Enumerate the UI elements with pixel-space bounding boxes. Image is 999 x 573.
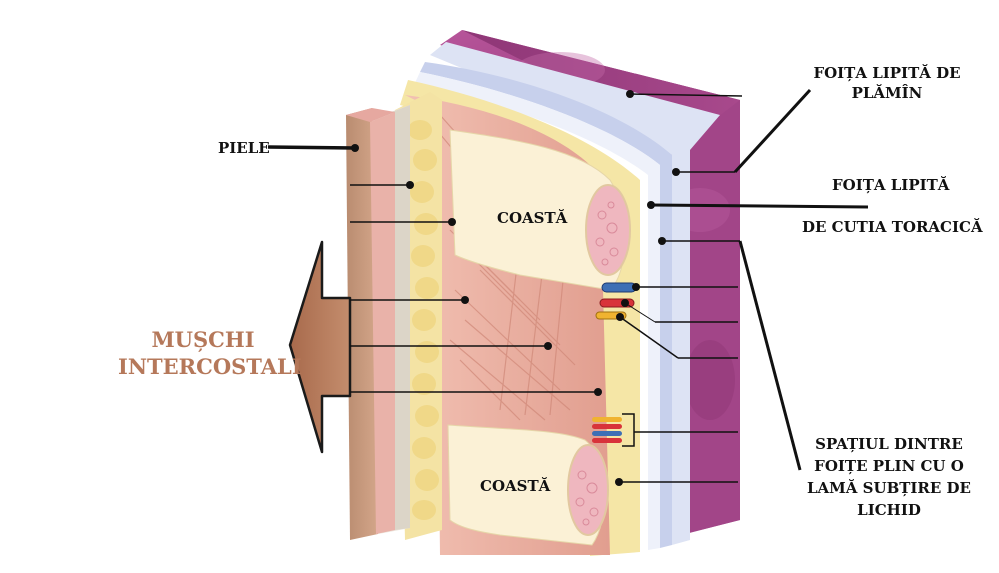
pleural-space-label-line4: LICHID — [857, 501, 921, 519]
rib-bottom — [447, 424, 609, 546]
leader-lines — [267, 88, 869, 483]
muscles-arrow — [288, 240, 352, 454]
rib-top-label: COASTĂ — [497, 209, 568, 227]
skin-layer — [346, 108, 378, 540]
visceral-pleura-label-line2: PLĂMÎN — [851, 84, 923, 102]
pleural-space-label: SPAȚIUL DINTRE FOIȚE PLIN CU O LAMĂ SUBȚ… — [804, 433, 974, 521]
pleural-space-label-line1: SPAȚIUL DINTRE — [815, 435, 963, 453]
parietal-pleura-label-line2: DE CUTIA TORACICĂ — [802, 218, 983, 236]
label-dots — [351, 90, 680, 486]
intercostal-muscles-label-line2: INTERCOSTALI — [118, 354, 302, 379]
visceral-pleura-label: FOIȚA LIPITĂ DE PLĂMÎN — [812, 63, 962, 103]
parietal-pleura-label-line1: FOIȚA LIPITĂ — [832, 176, 950, 194]
intercostal-muscles-label: MUȘCHI INTERCOSTALI — [118, 326, 302, 380]
pleural-space-label-line2: FOIȚE PLIN CU O — [814, 457, 964, 475]
rib-bottom-label: COASTĂ — [480, 477, 551, 495]
rib-top — [449, 129, 631, 291]
pleural-space-label-line3: LAMĂ SUBȚIRE DE — [807, 479, 971, 497]
intercostal-muscles-label-line1: MUȘCHI — [151, 327, 255, 352]
skin-label: PIELE — [218, 139, 270, 157]
visceral-pleura-label-line1: FOIȚA LIPITĂ DE — [813, 64, 961, 82]
